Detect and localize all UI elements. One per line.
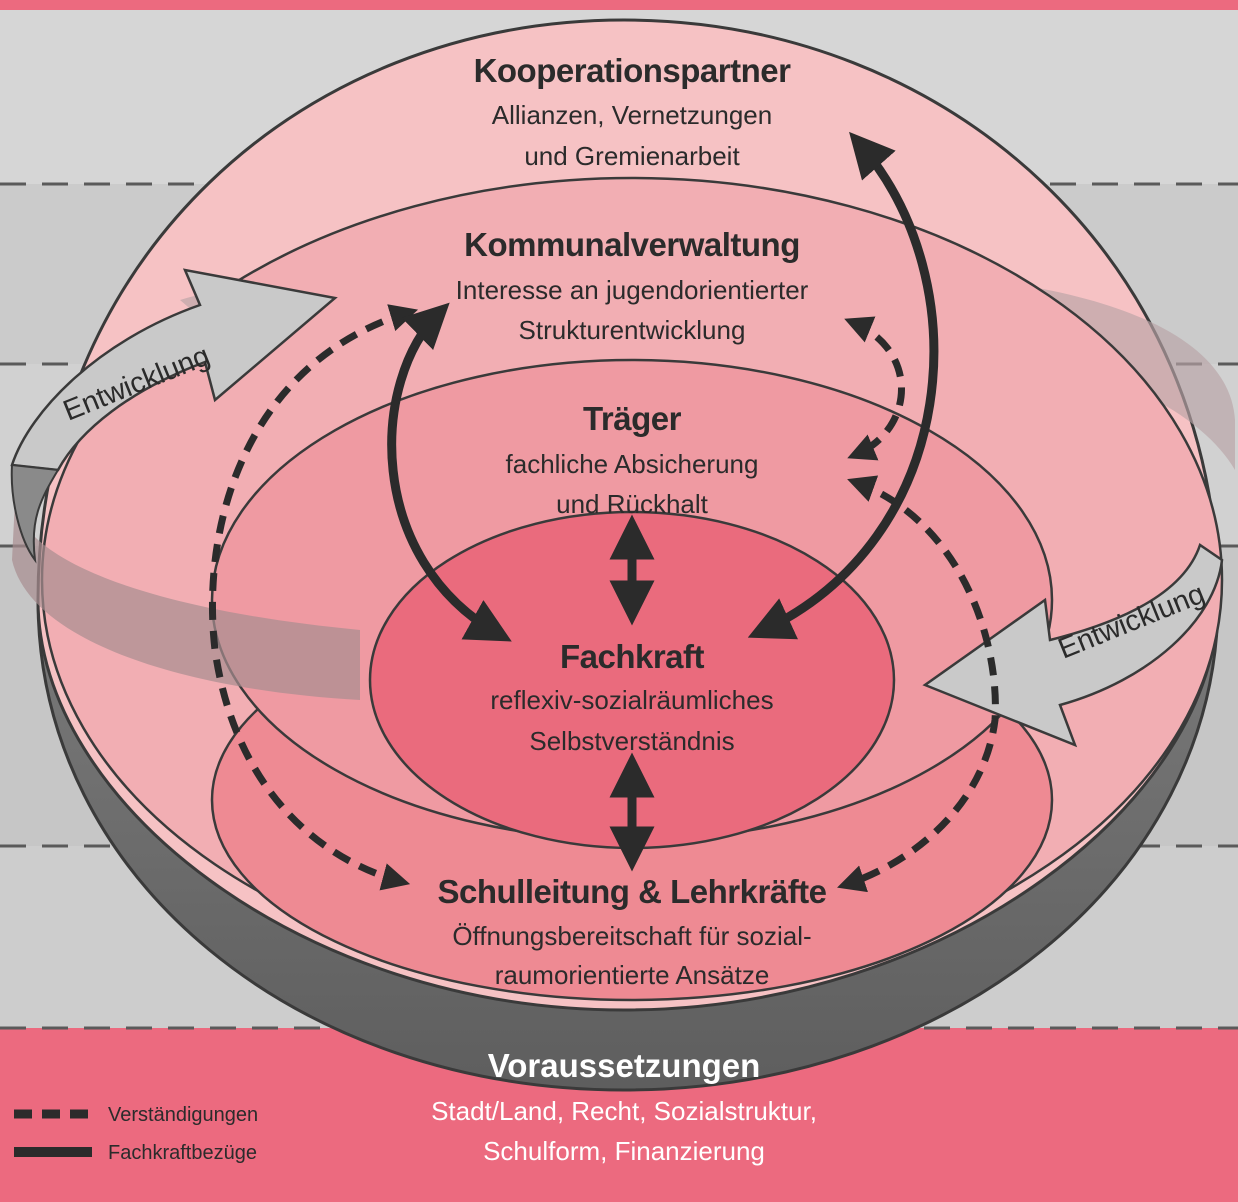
line-schulleitung-2: raumorientierte Ansätze: [495, 960, 770, 990]
line-kooperationspartner-1: Allianzen, Vernetzungen: [492, 100, 772, 130]
top-strip: [0, 0, 1238, 10]
legend-verstaendigungen: Verständigungen: [108, 1104, 258, 1126]
line-kooperationspartner-2: und Gremienarbeit: [524, 141, 740, 171]
title-fachkraft: Fachkraft: [560, 638, 705, 675]
ribbon-front: [12, 500, 360, 700]
line-voraussetzungen-2: Schulform, Finanzierung: [483, 1136, 765, 1166]
line-voraussetzungen-1: Stadt/Land, Recht, Sozialstruktur,: [431, 1096, 817, 1126]
legend: Verständigungen Fachkraftbezüge: [14, 1104, 258, 1164]
development-arrow-left: [10, 268, 338, 564]
title-traeger: Träger: [583, 400, 682, 437]
legend-fachkraftbezuege: Fachkraftbezüge: [108, 1142, 257, 1164]
title-kooperationspartner: Kooperationspartner: [474, 52, 792, 89]
solid-arrow-kommunal-fachkraft: [387, 302, 512, 642]
line-traeger-2: und Rückhalt: [556, 489, 709, 519]
line-kommunalverwaltung-1: Interesse an jugendorientierter: [456, 275, 809, 305]
line-fachkraft-2: Selbstverständnis: [529, 726, 734, 756]
solid-arrows: [387, 131, 939, 872]
title-voraussetzungen: Voraussetzungen: [488, 1047, 761, 1084]
development-arrow-right: [922, 543, 1224, 748]
line-kommunalverwaltung-2: Strukturentwicklung: [519, 315, 746, 345]
line-fachkraft-1: reflexiv-sozialräumliches: [490, 685, 773, 715]
title-schulleitung: Schulleitung & Lehrkräfte: [437, 873, 826, 910]
line-schulleitung-1: Öffnungsbereitschaft für sozial-: [452, 921, 811, 951]
level-labels: Kooperationspartner Allianzen, Vernetzun…: [431, 52, 827, 1166]
dashed-arrow-right-lower: [837, 475, 999, 893]
dashed-arrow-left: [209, 304, 419, 891]
solid-arrow-kooperation-fachkraft: [747, 131, 939, 640]
title-kommunalverwaltung: Kommunalverwaltung: [464, 226, 800, 263]
line-traeger-1: fachliche Absicherung: [506, 449, 759, 479]
